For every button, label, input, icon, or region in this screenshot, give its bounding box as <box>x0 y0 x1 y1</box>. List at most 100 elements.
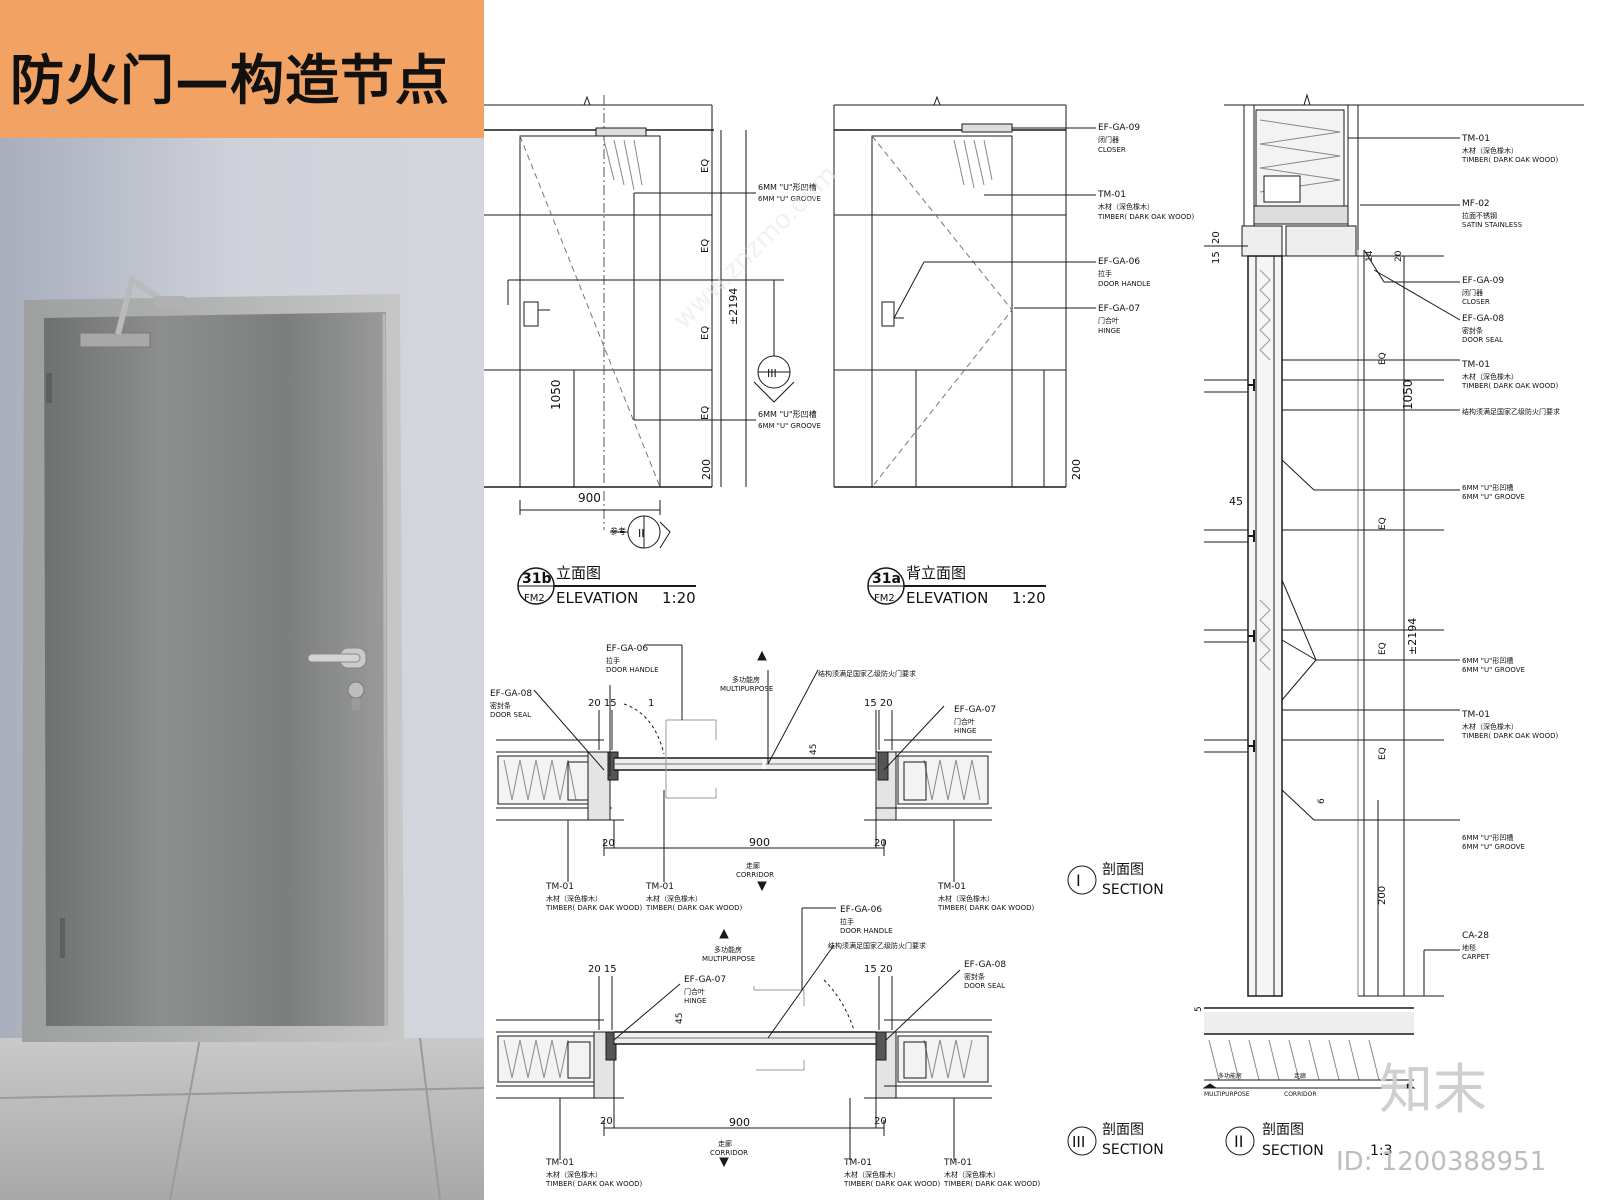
sec2-note: 结构须满足国家乙级防火门要求 <box>1462 407 1560 416</box>
sec3-tag-timber-1-en: TIMBER( DARK OAK WOOD) <box>545 1180 642 1188</box>
sec3-top-cn: 多功能房 <box>714 945 742 954</box>
sec1-tag-timber-2-cn: 木材（深色橡木） <box>646 894 702 903</box>
sec2-title-en: SECTION <box>1262 1143 1324 1159</box>
sec2-tag-carpet-en: CARPET <box>1462 953 1490 961</box>
sec1-tag-seal-code: EF-GA-08 <box>490 689 532 699</box>
sec3-tag-seal-en: DOOR SEAL <box>964 982 1005 990</box>
sec1-tag-timber-1-en: TIMBER( DARK OAK WOOD) <box>545 904 642 912</box>
sec3-dim-edge-2: 20 <box>874 1116 887 1127</box>
sec2-dim-200: 200 <box>1377 886 1388 905</box>
sec2-scale: 1:3 <box>1370 1143 1393 1159</box>
sec3-tag-timber-3-cn: 木材（深色橡木） <box>944 1170 1000 1179</box>
watermark-site: www.znzmo.com <box>668 160 843 335</box>
elev-b-number: 31b <box>522 571 552 587</box>
elev-a-tag-closer-cn: 闭门器 <box>1098 135 1119 144</box>
sec3-tag-timber-2-en: TIMBER( DARK OAK WOOD) <box>843 1180 940 1188</box>
sec3-tag-handle-cn: 拉手 <box>840 917 854 926</box>
sec1-tag-timber-3-en: TIMBER( DARK OAK WOOD) <box>937 904 1034 912</box>
sec1-bottom-en: CORRIDOR <box>736 871 774 879</box>
sec3-tag-timber-2-cn: 木材（深色橡木） <box>844 1170 900 1179</box>
elev-a-base-height: 200 <box>1070 459 1083 480</box>
sec2-tag-groove-2-cn: 6MM "U"形凹槽 <box>1462 656 1513 665</box>
sec3-tag-hinge-code: EF-GA-07 <box>684 975 726 985</box>
elev-a-tag-timber-code: TM-01 <box>1097 190 1126 200</box>
elev-a-number: 31a <box>872 571 901 587</box>
sec1-tag-timber-3-code: TM-01 <box>937 882 966 892</box>
sec2-roman: II <box>1234 1132 1243 1151</box>
elev-a-sub: FM2 <box>874 593 895 604</box>
sec2-tag-timber-2-code: TM-01 <box>1461 360 1490 370</box>
sec3-bottom-en: CORRIDOR <box>710 1149 748 1157</box>
sec3-roman: III <box>1072 1133 1085 1151</box>
sec2-tag-timber-1-cn: 木材（深色橡木） <box>1462 146 1518 155</box>
sec2-tag-carpet-cn: 地毯 <box>1462 943 1476 952</box>
elev-a-tag-hinge-cn: 门合叶 <box>1098 316 1119 325</box>
sec2-dim-eq-4: EQ <box>1378 747 1388 760</box>
elevation-31a <box>833 95 1096 605</box>
sec2-bottom-right-cn: 走廊 <box>1294 1072 1306 1080</box>
sec1-title-en: SECTION <box>1102 882 1164 898</box>
sec3-top-en: MULTIPURPOSE <box>702 955 755 963</box>
elev-b-width: 900 <box>578 491 601 505</box>
sec2-tag-seal-en: DOOR SEAL <box>1462 336 1503 344</box>
sec3-tag-timber-1-cn: 木材（深色橡木） <box>546 1170 602 1179</box>
sec2-dim-6: 6 <box>1317 798 1327 804</box>
sec1-top-en: MULTIPURPOSE <box>720 685 773 693</box>
sec2-dim-eq-1: EQ <box>1378 352 1388 365</box>
elev-b-title-en: ELEVATION <box>556 589 638 607</box>
sec1-tag-hinge-en: HINGE <box>954 727 976 735</box>
sec2-tag-stainless-cn: 拉面不锈钢 <box>1462 211 1497 220</box>
sec1-dim-thickness: 45 <box>809 744 819 755</box>
door-photo <box>0 138 484 1200</box>
sec2-tag-timber-1-code: TM-01 <box>1461 134 1490 144</box>
elev-a-tag-timber-en: TIMBER( DARK OAK WOOD) <box>1097 213 1194 221</box>
sec3-tag-hinge-en: HINGE <box>684 997 706 1005</box>
sec2-tag-groove-1-en: 6MM "U" GROOVE <box>1462 493 1525 501</box>
section-1-drawing <box>496 644 1097 895</box>
sec3-dim-left: 20 15 <box>588 964 617 975</box>
elev-a-tag-handle-cn: 拉手 <box>1098 269 1112 278</box>
elev-b-scale: 1:20 <box>662 589 696 607</box>
sec3-tag-timber-2-code: TM-01 <box>843 1158 872 1168</box>
sec2-tag-seal-code: EF-GA-08 <box>1462 314 1504 324</box>
sec2-tag-timber-3-en: TIMBER( DARK OAK WOOD) <box>1461 732 1558 740</box>
sec1-tag-timber-2-code: TM-01 <box>645 882 674 892</box>
sec1-tag-hinge-code: EF-GA-07 <box>954 705 996 715</box>
elev-b-eq-4: EQ <box>700 406 711 420</box>
sec2-tag-timber-2-cn: 木材（深色橡木） <box>1462 372 1518 381</box>
elev-b-groove-2-cn: 6MM "U"形凹槽 <box>758 409 817 419</box>
sec1-dim-one: 1 <box>648 698 654 709</box>
elev-a-tag-handle-en: DOOR HANDLE <box>1098 280 1151 288</box>
elev-b-section-marker: III <box>767 367 777 380</box>
elev-a-tag-timber-cn: 木材（深色橡木） <box>1098 202 1154 211</box>
sec1-tag-timber-1-cn: 木材（深色橡木） <box>546 894 602 903</box>
sec1-tag-handle-code: EF-GA-06 <box>606 644 648 654</box>
sec2-dim-eq-2: EQ <box>1378 517 1388 530</box>
sec1-title-cn: 剖面图 <box>1102 862 1144 878</box>
sec3-title-cn: 剖面图 <box>1102 1122 1144 1138</box>
elev-a-tag-handle-code: EF-GA-06 <box>1098 257 1140 267</box>
elev-a-title-en: ELEVATION <box>906 589 988 607</box>
elev-b-eq-2: EQ <box>700 239 711 253</box>
elev-a-scale: 1:20 <box>1012 589 1046 607</box>
sec2-dim-14: 14 <box>1365 250 1375 262</box>
elev-b-base-height: 200 <box>700 459 713 480</box>
elev-b-title-cn: 立面图 <box>556 564 601 582</box>
sec2-tag-groove-3-cn: 6MM "U"形凹槽 <box>1462 833 1513 842</box>
elev-a-title-cn: 背立面图 <box>906 564 966 582</box>
sec1-tag-hinge-cn: 门合叶 <box>954 717 975 726</box>
sec2-tag-carpet-code: CA-28 <box>1462 931 1489 941</box>
sec1-tag-timber-3-cn: 木材（深色橡木） <box>938 894 994 903</box>
elev-a-tag-closer-code: EF-GA-09 <box>1098 123 1140 133</box>
sec1-dim-edge-1: 20 <box>602 838 615 849</box>
sec3-bottom-cn: 走廊 <box>718 1139 732 1148</box>
sec3-tag-hinge-cn: 门合叶 <box>684 987 705 996</box>
sec3-tag-timber-3-en: TIMBER( DARK OAK WOOD) <box>943 1180 1040 1188</box>
elev-a-tag-hinge-code: EF-GA-07 <box>1098 304 1140 314</box>
sec2-tag-groove-3-en: 6MM "U" GROOVE <box>1462 843 1525 851</box>
sec2-tag-closer-cn: 闭门器 <box>1462 288 1483 297</box>
sec3-tag-seal-cn: 密封条 <box>964 972 985 981</box>
sec1-roman: I <box>1076 871 1081 890</box>
sec2-tag-stainless-code: MF-02 <box>1462 199 1490 209</box>
elevation-31b <box>484 95 795 605</box>
